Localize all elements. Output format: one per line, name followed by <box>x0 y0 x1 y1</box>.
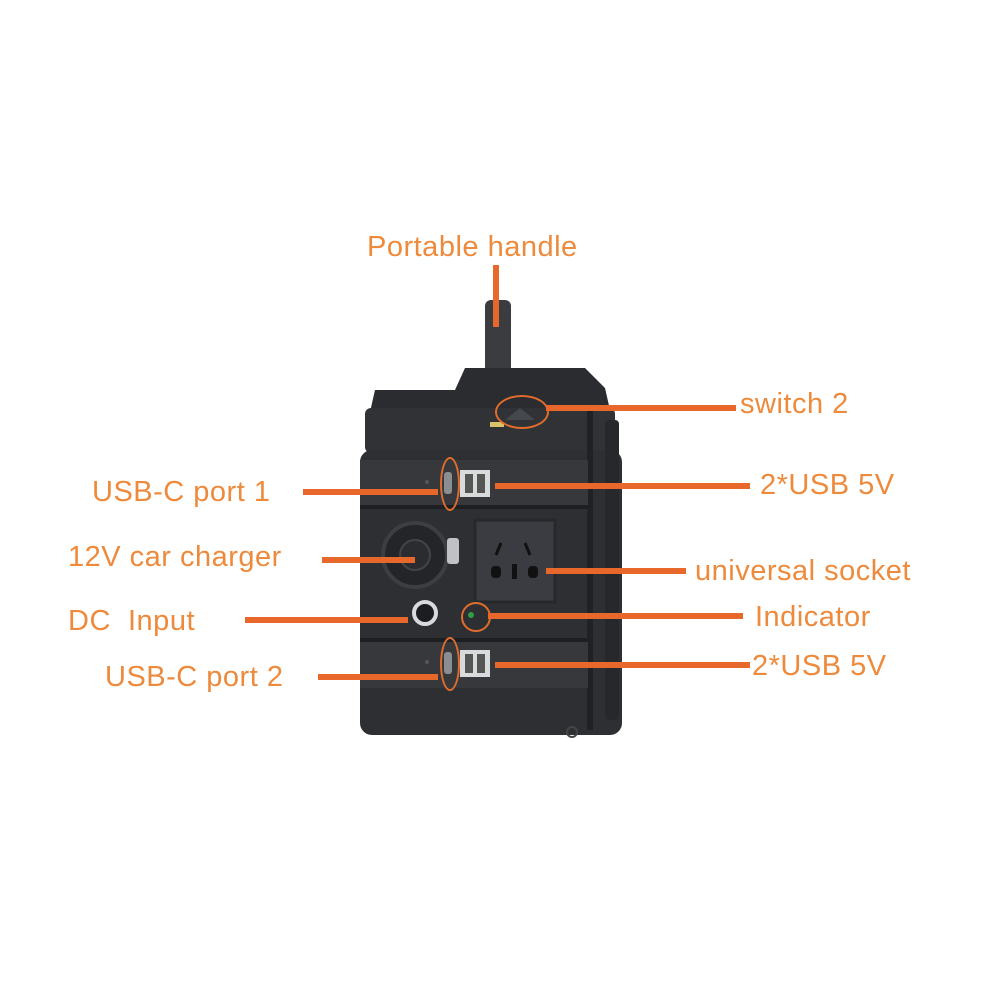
label-12v-car-charger: 12V car charger <box>68 541 282 573</box>
car-charger-leader-line <box>322 557 415 563</box>
indicator-leader-line <box>488 613 743 619</box>
label-usb-c-port-1: USB-C port 1 <box>92 476 271 508</box>
usb-c-1-highlight-ring <box>440 457 460 511</box>
usb-port-pair-bottom <box>460 650 490 677</box>
handle-leader-line <box>493 265 499 327</box>
label-dc-input: DC Input <box>68 605 195 637</box>
usb-top-leader-line <box>495 483 750 489</box>
dc-input-port <box>412 600 438 626</box>
indicator-highlight-ring <box>461 602 491 632</box>
usb-c-1-leader-line <box>303 489 438 495</box>
label-usb-5v-bottom: 2*USB 5V <box>752 650 887 682</box>
usb-port-pair-top <box>460 470 490 497</box>
dc-input-leader-line <box>245 617 408 623</box>
usb-c-2-highlight-ring <box>440 637 460 691</box>
label-universal-socket: universal socket <box>695 555 911 587</box>
usb-c-2-leader-line <box>318 674 438 680</box>
label-portable-handle: Portable handle <box>367 231 578 263</box>
universal-socket <box>473 518 557 604</box>
power-station-device <box>360 300 622 738</box>
label-usb-5v-top: 2*USB 5V <box>760 469 895 501</box>
label-switch-2: switch 2 <box>740 388 849 420</box>
socket-leader-line <box>546 568 686 574</box>
label-indicator: Indicator <box>755 601 871 633</box>
usb-bottom-leader-line <box>495 662 750 668</box>
label-usb-c-port-2: USB-C port 2 <box>105 661 284 693</box>
switch-leader-line <box>546 405 736 411</box>
switch-highlight-ring <box>495 395 549 429</box>
handle-post <box>485 300 511 378</box>
